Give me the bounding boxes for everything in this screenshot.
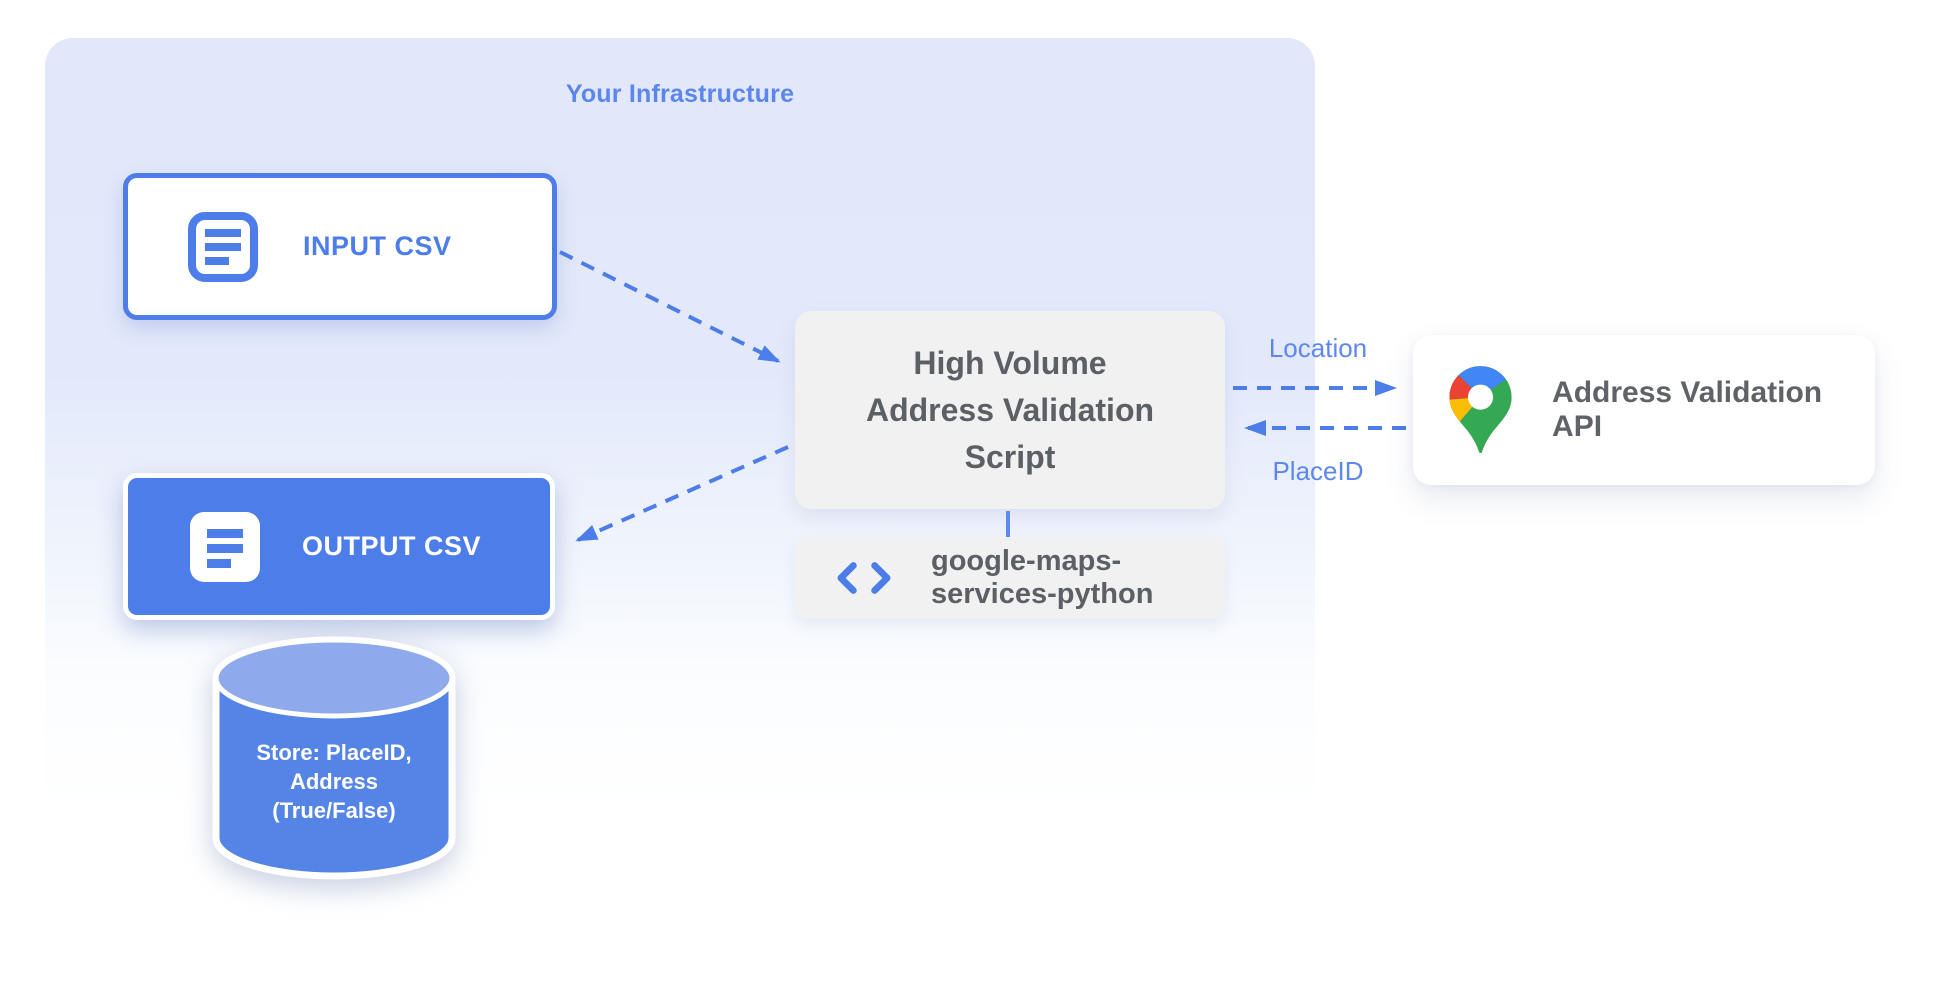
api-node: Address Validation API [1413,335,1875,485]
output-csv-label: OUTPUT CSV [302,531,482,561]
placeid-edge-label: PlaceID [1272,456,1364,486]
document-icon [190,511,260,582]
script-line: High Volume [913,344,1107,381]
database-cylinder-icon [212,636,456,880]
script-line: Address Validation [865,391,1155,428]
output-csv-node: OUTPUT CSV [123,473,555,620]
datastore-line: (True/False) [272,798,396,823]
datastore-line: Store: PlaceID, [256,740,412,765]
input-csv-label: INPUT CSV [303,231,452,261]
script-node: High Volume Address Validation Script [795,311,1225,509]
infrastructure-label: Your Infrastructure [565,80,795,108]
datastore-node [208,632,460,888]
library-line: google-maps- [931,545,1122,577]
library-line: services-python [931,578,1154,610]
script-line: Script [964,438,1056,475]
location-edge-label: Location [1268,333,1368,363]
document-icon [188,211,258,282]
library-label: google-maps- services-python [931,545,1153,611]
datastore-line: Address [289,769,379,794]
library-node: google-maps- services-python [795,537,1225,619]
google-maps-pin-icon [1449,365,1512,453]
input-csv-node: INPUT CSV [123,173,557,320]
code-icon [837,562,891,594]
api-label: Address Validation API [1552,376,1823,443]
datastore-label: Store: PlaceID, Address (True/False) [208,738,460,825]
